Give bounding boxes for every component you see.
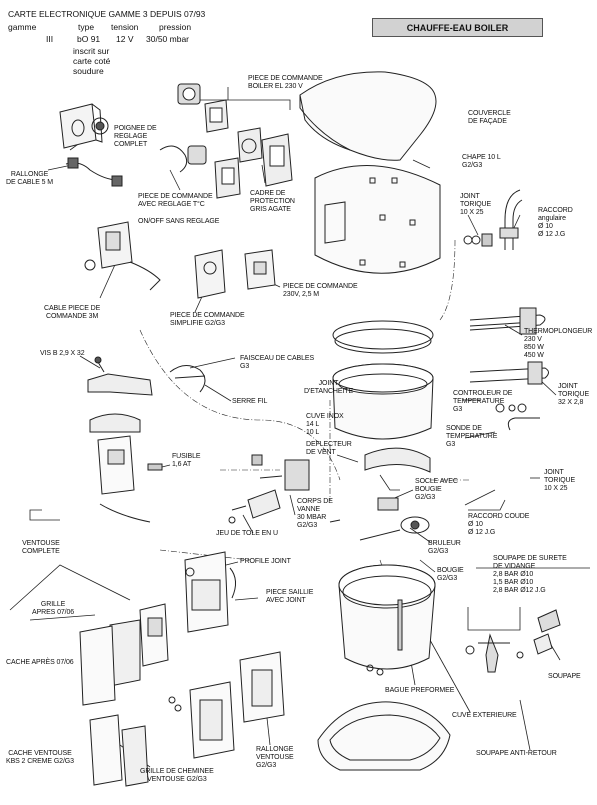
label-piece-commande-230: PIECE DE COMMANDE 230V, 2,5 M <box>283 283 358 298</box>
label-corps-vanne: CORPS DE VANNE 30 MBAR G2/G3 <box>297 498 333 529</box>
command-modules-part <box>160 84 292 198</box>
label-onoff: ON/OFF SANS REGLAGE <box>138 218 220 225</box>
label-soupape-surete: SOUPAPE DE SURETE DE VIDANGE 2,8 BAR Ø10… <box>493 555 567 594</box>
label-controleur: CONTROLEUR DE TEMPERATURE G3 <box>453 390 513 413</box>
deflecteur-part <box>365 448 430 472</box>
header-val-pression: 30/50 mbar <box>146 34 189 44</box>
label-thermoplongeur: THERMOPLONGEUR 230 V 850 W 450 W <box>524 328 593 359</box>
header-col-tension: tension <box>111 22 139 32</box>
label-jeu-tole: JEU DE TOLE EN U <box>216 530 278 537</box>
header-val-gamme: III <box>46 34 54 44</box>
label-joint-torique-1: JOINT TORIQUE 10 X 25 <box>460 193 492 216</box>
cuve-exterieure-part <box>339 565 435 675</box>
thermoplongeur-part <box>470 308 549 430</box>
label-joint-etancheite: JOINT D'ETANCHEITE <box>304 380 354 395</box>
header-col-type: type <box>78 22 95 32</box>
label-chape: CHAPE 10 L G2/G3 <box>462 154 501 169</box>
label-piece-commande-boiler: PIECE DE COMMANDE BOILER EL 230 V <box>248 75 323 90</box>
control-box-part <box>60 104 122 186</box>
label-faisceau: FAISCEAU DE CABLES G3 <box>240 355 315 370</box>
label-vis: VIS B 2,9 X 32 <box>40 350 85 357</box>
chape-part <box>315 166 440 274</box>
screw-part <box>95 357 104 372</box>
label-piece-saillie: PIECE SAILLIE AVEC JOINT <box>266 589 314 604</box>
label-joint-torique-2: JOINT TORIQUE 32 X 2,8 <box>558 383 590 406</box>
label-cadre: CADRE DE PROTECTION GRIS AGATE <box>250 190 295 213</box>
header-col-gamme: gamme <box>8 22 37 32</box>
label-grille-cheminee: GRILLE DE CHEMINEE VENTOUSE G2/G3 <box>140 768 214 783</box>
label-raccord-coude: RACCORD COUDE Ø 10 Ø 12 J.G <box>468 513 530 536</box>
ventouse-parts <box>80 552 284 786</box>
corps-vanne-part <box>229 455 309 523</box>
cuve-inox-part <box>333 321 433 439</box>
label-grille: GRILLE APRES 07/06 <box>32 601 75 616</box>
label-raccord-angulaire: RACCORD angulaire Ø 10 Ø 12 J.G <box>538 207 573 238</box>
label-cache-apres: CACHE APRÈS 07/06 <box>6 659 74 666</box>
label-piece-commande-reglage: PIECE DE COMMANDE AVEC REGLAGE T°C <box>138 193 213 208</box>
label-bruleur: BRULEUR G2/G3 <box>428 540 461 555</box>
label-bague: BAGUE PREFORMEE <box>385 687 455 694</box>
faisceau-part <box>88 365 205 522</box>
label-cuve-exterieure: CUVE EXTERIEURE <box>452 712 517 719</box>
label-profile-joint: PROFILE JOINT <box>240 558 291 565</box>
label-rallonge-ventouse: RALLONGE VENTOUSE G2/G3 <box>256 746 294 769</box>
label-rallonge-cable: RALLONGE DE CABLE 5 M <box>6 171 54 186</box>
label-cache-ventouse: CACHE VENTOUSE KBS 2 CREME G2/G3 <box>6 750 74 765</box>
diagram-title: CHAUFFE-EAU BOILER <box>372 18 543 37</box>
socle-bruleur-part <box>330 498 429 540</box>
soupape-part <box>466 610 560 672</box>
header-val-type: bO 91 <box>77 34 101 44</box>
label-cable-piece: CABLE PIECE DE COMMANDE 3M <box>44 305 101 320</box>
header-val-tension: 12 V <box>116 34 134 44</box>
label-sonde: SONDE DE TEMPERATURE G3 <box>446 425 498 448</box>
label-soupape-anti-retour: SOUPAPE ANTI-RETOUR <box>476 750 557 757</box>
label-piece-commande-simplifie: PIECE DE COMMANDE SIMPLIFIE G2/G3 <box>170 312 245 327</box>
label-ventouse-complete: VENTOUSE COMPLETE <box>22 540 60 555</box>
bottom-plate-part <box>318 702 450 770</box>
label-couvercle: COUVERCLE DE FAÇADE <box>468 110 511 125</box>
label-fusible: FUSIBLE 1,6 AT <box>172 453 201 468</box>
label-socle: SOCLE AVEC BOUGIE G2/G3 <box>415 478 458 501</box>
cable-command-part <box>85 222 275 298</box>
label-deflecteur: DEFLECTEUR DE VENT <box>306 441 352 456</box>
header-line: CARTE ELECTRONIQUE GAMME 3 DEPUIS 07/93 <box>8 9 206 19</box>
couvercle-part <box>300 72 436 160</box>
label-joint-torique-3: JOINT TORIQUE 10 X 25 <box>544 469 576 492</box>
label-poignee: POIGNEE DE REGLAGE COMPLET <box>114 125 157 148</box>
header-note: inscrit sur carte coté soudure <box>73 46 111 76</box>
raccord-angulaire-part <box>464 190 522 250</box>
label-soupape: SOUPAPE <box>548 673 581 680</box>
label-bougie: BOUGIE G2/G3 <box>437 567 464 582</box>
label-cuve-inox: CUVE INOX 14 L 10 L <box>306 413 344 436</box>
header-col-pression: pression <box>159 22 192 32</box>
label-serre-fil: SERRE FIL <box>232 398 268 405</box>
